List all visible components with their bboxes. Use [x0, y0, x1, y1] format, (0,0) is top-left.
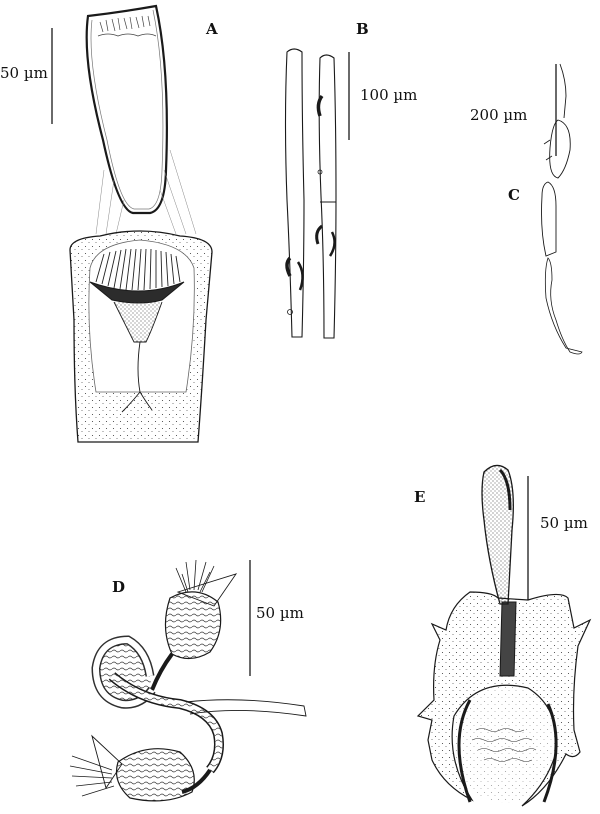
panel-d-upper-bulb	[164, 591, 222, 660]
panel-e-label: E	[414, 488, 426, 506]
panel-d-scale-label: 50 µm	[256, 604, 304, 622]
panel-c-scale-label: 200 µm	[470, 106, 528, 124]
panel-d-label: D	[112, 578, 126, 596]
panel-a-drawing	[51, 4, 213, 443]
panel-b-drawing	[284, 48, 350, 339]
panel-c-label: C	[508, 186, 520, 204]
panel-b-scale-label: 100 µm	[360, 86, 418, 104]
panel-a-label: A	[206, 20, 218, 38]
panel-e-drawing	[416, 464, 592, 807]
panel-d-lower-bulb	[115, 748, 195, 802]
panel-b-label: B	[356, 20, 369, 38]
panel-c-drawing	[541, 63, 583, 355]
panel-e-scale-label: 50 µm	[540, 514, 588, 532]
panel-a-scale-label: 50 µm	[0, 64, 48, 82]
panel-e-club	[481, 464, 514, 605]
panel-a-sac	[85, 4, 168, 215]
panel-d-drawing	[69, 559, 307, 802]
